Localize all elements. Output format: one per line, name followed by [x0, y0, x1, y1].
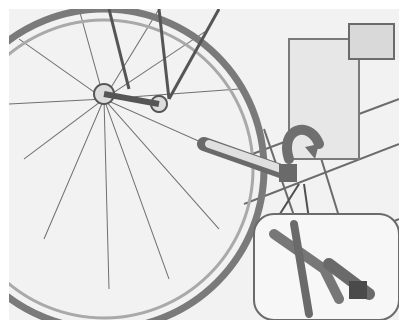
magnifier-inset	[254, 214, 399, 320]
strap-buckle	[279, 164, 297, 182]
bike-rack-illustration	[9, 9, 399, 320]
inset-buckle	[349, 281, 367, 299]
illustration-svg	[9, 9, 399, 320]
